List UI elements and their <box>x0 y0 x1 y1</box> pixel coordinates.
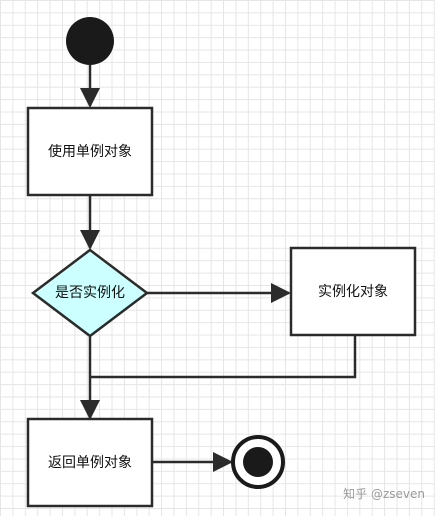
node-instantiate-box <box>289 246 417 337</box>
decision-diamond <box>30 248 150 338</box>
node-return-instance-label: 返回单例对象 <box>48 455 132 471</box>
start-node <box>66 17 114 65</box>
node-return-instance-box <box>26 417 154 508</box>
connector-instantiate-merge <box>90 336 357 379</box>
node-use-instance-box <box>26 106 154 197</box>
end-node-core <box>243 447 273 477</box>
watermark: 知乎 @zseven <box>343 487 425 501</box>
node-instantiate-label: 实例化对象 <box>318 284 388 300</box>
node-use-instance-label: 使用单例对象 <box>48 143 132 160</box>
decision-label: 是否实例化 <box>55 285 125 301</box>
